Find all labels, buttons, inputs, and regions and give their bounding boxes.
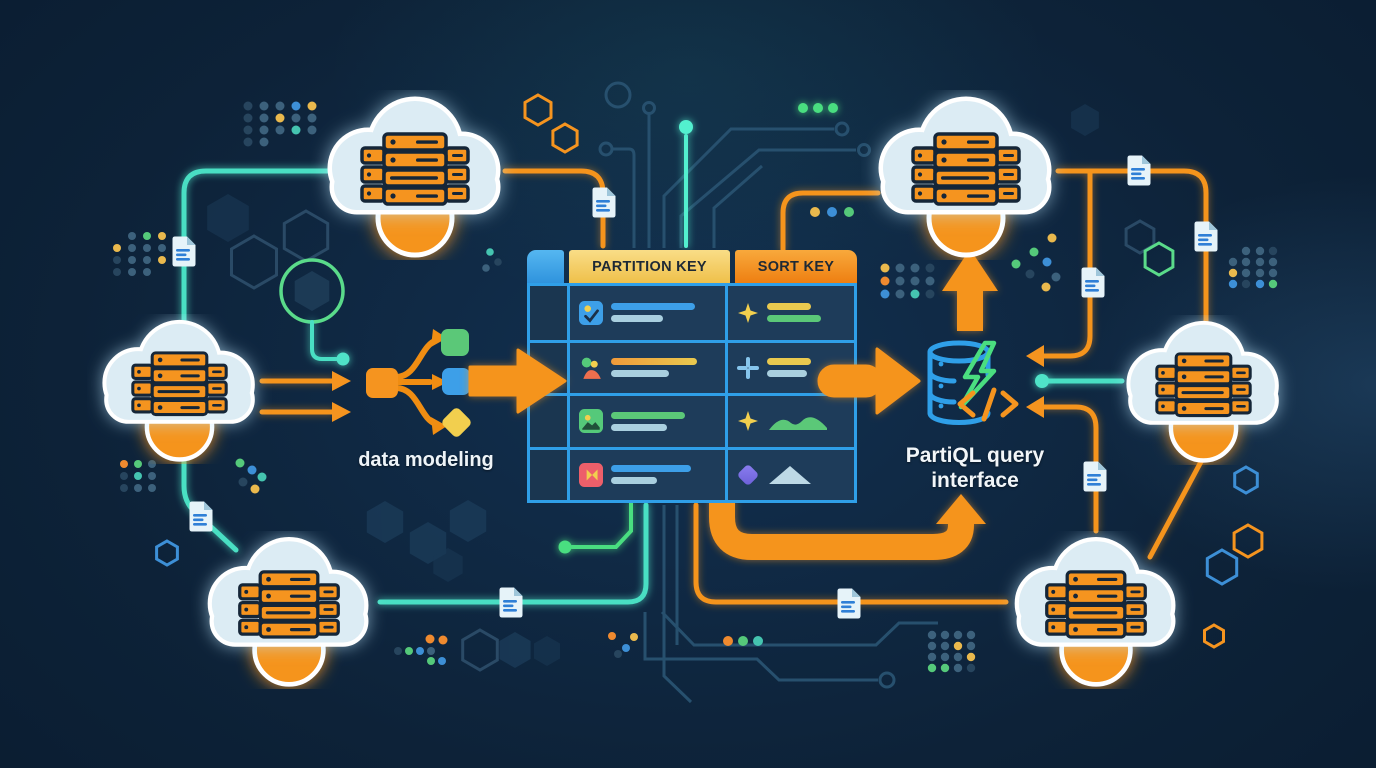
purple-diamond-icon: [736, 463, 760, 487]
cloud-server-cluster-mid-left: [106, 324, 250, 460]
table-row: [530, 446, 567, 500]
light-triangle-icon: [769, 465, 811, 484]
cloud-server-cluster-bottom-right: [1019, 541, 1171, 684]
hexagon-decorations: [155, 93, 1264, 672]
model-blue-square: [442, 368, 470, 395]
table-cell-partition: [567, 286, 725, 340]
sparkle-star-icon: [738, 411, 758, 432]
curved-flow-arrow: [709, 490, 986, 560]
green-mountain-sparkline: [769, 417, 827, 431]
document-icon: [1081, 267, 1105, 298]
table-cell-sort: [725, 446, 854, 500]
orange-arrowheads: [332, 345, 1044, 422]
task-check-icon: [579, 300, 603, 325]
document-icon: [1127, 155, 1151, 186]
cloud-server-cluster-mid-right: [1130, 325, 1274, 461]
up-flow-arrow: [942, 249, 998, 331]
person-icon: [581, 357, 601, 379]
document-icon: [592, 187, 616, 218]
document-icon: [837, 588, 861, 619]
table-cell-sort: [725, 339, 854, 393]
dot-decorations: [113, 101, 1278, 673]
table-cell-partition: [567, 339, 725, 393]
blue-key-square: [527, 250, 564, 283]
cloud-server-cluster-top-right: [883, 101, 1047, 255]
document-icon: [172, 236, 196, 267]
cloud-server-cluster-top-left: [332, 101, 496, 255]
table-row: [530, 393, 567, 447]
dynamodb-table-graphic: PARTITION KEY SORT KEY: [527, 250, 857, 503]
table-cell-partition: [567, 446, 725, 500]
table-cell-sort: [725, 393, 854, 447]
table-body: [527, 283, 857, 503]
partiql-interface-icon: [927, 340, 1019, 426]
image-icon: [579, 409, 603, 434]
green-accent-lines: [558, 103, 838, 554]
partiql-label-line2: interface: [931, 469, 1019, 492]
table-cell-partition: [567, 393, 725, 447]
code-brackets-icon: [957, 387, 1019, 422]
document-icon: [1083, 461, 1107, 492]
document-icon: [499, 587, 523, 618]
document-icon: [1194, 221, 1218, 252]
document-icon: [189, 501, 213, 532]
cross-sparkle-icon: [737, 356, 759, 379]
table-row: [530, 339, 567, 393]
partiql-label-line1: PartiQL query: [905, 444, 1045, 467]
model-green-square: [441, 329, 469, 356]
media-icon: [579, 462, 603, 487]
partiql-label: PartiQL query interface: [868, 443, 1082, 493]
circle-hexagon-node: [279, 258, 345, 324]
data-modeling-diagram: [366, 329, 471, 437]
model-hub-square: [366, 368, 398, 398]
orange-connector-lines: [259, 168, 1209, 605]
data-modeling-label: data modeling: [358, 449, 494, 471]
partition-key-header: PARTITION KEY: [569, 250, 730, 283]
circuit-traces: [598, 81, 938, 704]
table-header: PARTITION KEY SORT KEY: [527, 250, 857, 283]
cloud-server-cluster-bottom-left: [212, 541, 364, 684]
sort-key-header: SORT KEY: [735, 250, 857, 283]
model-yellow-diamond: [442, 408, 471, 437]
sparkle-star-icon: [738, 302, 758, 323]
table-cell-sort: [725, 286, 854, 340]
lightning-bolt-icon: [958, 340, 997, 410]
teal-node-dots: [336, 120, 1049, 388]
table-row: [530, 286, 567, 340]
